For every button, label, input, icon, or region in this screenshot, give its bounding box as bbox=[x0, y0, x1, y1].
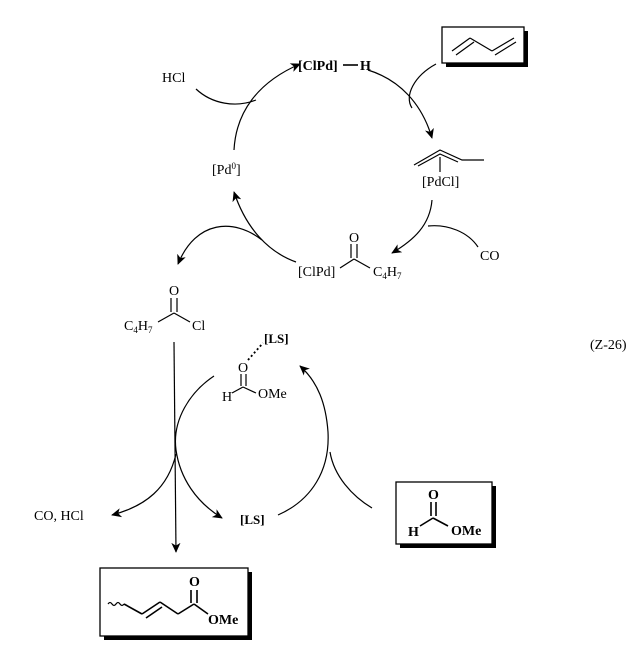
cycle-arc-allyl-to-acyl bbox=[391, 199, 433, 254]
allyl-pdcl-label: [PdCl] bbox=[422, 175, 459, 190]
pd0-label: [Pd0] bbox=[212, 161, 241, 178]
allyl-ligand bbox=[413, 149, 484, 166]
ls-free-label: [LS] bbox=[240, 512, 265, 527]
co-hcl-out-label: CO, HCl bbox=[34, 509, 84, 524]
hcl-label: HCl bbox=[162, 71, 185, 86]
butadiene-structure bbox=[451, 37, 517, 56]
h-bond-dotted bbox=[247, 342, 264, 361]
allyl-pd-complex: [PdCl] bbox=[413, 149, 484, 190]
ls-complex-ome: OMe bbox=[258, 387, 287, 402]
pd-hydride-clpd: [ClPd] bbox=[298, 59, 338, 74]
acyl-chloride-release-arrow bbox=[177, 225, 263, 265]
equation-label: (Z-26) bbox=[590, 338, 627, 353]
product-o: O bbox=[189, 575, 200, 590]
ls-complex-o: O bbox=[238, 361, 248, 376]
pd-cycle bbox=[177, 63, 479, 265]
pd-hydride-h: H bbox=[360, 59, 371, 74]
cycle-arc-acyl-to-pd0 bbox=[232, 191, 297, 263]
cycle-arc-pd0-to-hydride bbox=[233, 63, 301, 151]
product-ome: OMe bbox=[208, 613, 238, 628]
lower-cycle-right-arc bbox=[277, 365, 329, 516]
product-structure bbox=[107, 590, 209, 619]
ls-complex-h: H bbox=[222, 390, 232, 405]
formate-h: H bbox=[408, 525, 419, 540]
acyl-o-label: O bbox=[349, 231, 359, 246]
alkene-entry-curve bbox=[408, 63, 437, 109]
pd-hydride: [ClPd] H bbox=[298, 59, 371, 74]
hcl-entry-curve bbox=[195, 88, 257, 105]
butadiene-box bbox=[441, 26, 528, 67]
formate-o: O bbox=[428, 488, 439, 503]
lower-cycle-left-branch bbox=[111, 453, 177, 518]
wavy-bond bbox=[107, 601, 125, 607]
lower-cycle-left-arc bbox=[174, 375, 223, 519]
cycle-arc-hydride-to-allyl bbox=[367, 69, 434, 139]
methyl-formate-box: O H OMe bbox=[395, 481, 496, 548]
acyl-chloride-c4h7: C4H7 bbox=[124, 319, 153, 335]
formate-entry-curve bbox=[329, 451, 373, 509]
box-frame bbox=[395, 481, 493, 545]
formate-ome: OMe bbox=[451, 524, 481, 539]
product-box: O OMe bbox=[99, 567, 252, 640]
acyl-clpd-label: [ClPd] bbox=[298, 265, 335, 280]
pd0: [Pd0] bbox=[212, 161, 241, 178]
box-frame bbox=[99, 567, 249, 637]
co-entry-curve bbox=[427, 225, 479, 248]
acyl-chloride: C4H7 O Cl bbox=[124, 284, 205, 335]
acyl-chloride-cl: Cl bbox=[192, 319, 205, 334]
allyl-ligand-inner bbox=[417, 153, 459, 167]
acyl-chloride-o: O bbox=[169, 284, 179, 299]
co-in-label: CO bbox=[480, 249, 499, 264]
acyl-c4h7-label: C4H7 bbox=[373, 265, 402, 281]
acyl-pd-complex: [ClPd] O C4H7 bbox=[298, 231, 402, 281]
main-downward-arrow bbox=[171, 341, 181, 553]
ls-complex: [LS] O H OMe bbox=[222, 331, 289, 405]
ls-complex-label: [LS] bbox=[264, 331, 289, 346]
